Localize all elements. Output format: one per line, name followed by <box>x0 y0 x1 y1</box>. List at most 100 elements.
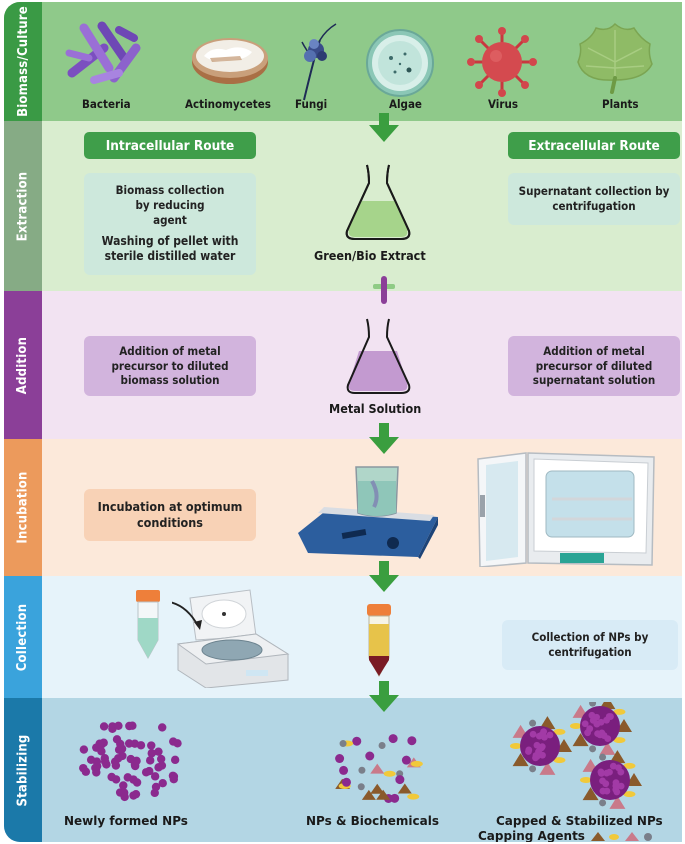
nanoparticle-dot <box>581 720 589 728</box>
biochemical-dot <box>339 740 347 748</box>
capping-agent <box>599 741 616 755</box>
nanoparticle-dot <box>156 754 166 764</box>
nanoparticle-dot <box>100 757 110 766</box>
row-stabilizing: Stabilizing Newly formed NPs NPs & Bioch… <box>4 698 682 842</box>
biochemical-dot <box>378 741 386 749</box>
nanoparticle-dot <box>169 775 178 784</box>
nanoparticle-dot <box>535 732 543 740</box>
capping-agents-legend: Capping Agents <box>478 829 655 842</box>
nanoparticle-dot <box>352 736 362 746</box>
nanoparticle-dot <box>114 721 123 730</box>
nanoparticle-dot <box>602 780 610 788</box>
nanoparticle-dot <box>388 734 398 744</box>
gray-dot-icon <box>643 833 652 841</box>
side-label-extraction: Extraction <box>4 121 42 291</box>
capping-agent <box>572 733 589 747</box>
fungi-icon <box>301 23 337 101</box>
nanoparticle-dot <box>533 741 541 749</box>
centrifuge-icon <box>172 589 290 688</box>
capping-agent <box>599 799 607 807</box>
source-label-algae: Algae <box>389 97 422 111</box>
nanoparticle-dot <box>151 782 161 792</box>
nanoparticle-dot <box>95 739 104 748</box>
nanoparticle-dot <box>79 745 89 754</box>
nanoparticle-dot <box>541 733 548 741</box>
capping-agent <box>616 719 632 732</box>
source-label-virus: Virus <box>488 97 518 111</box>
nanoparticle-dot <box>126 754 135 764</box>
capping-agent <box>609 795 626 809</box>
nanoparticle-dot <box>613 788 621 796</box>
arrow-incubation-to-collection-icon <box>369 561 399 592</box>
capping-agent <box>609 750 626 764</box>
row-collection: Collection <box>4 576 682 698</box>
row-incubation: Incubation Incubation at optimum conditi… <box>4 439 682 576</box>
arrow-collection-to-stabilizing-icon <box>369 681 399 712</box>
nanoparticle-dot <box>150 772 160 781</box>
arrow-biomass-to-extraction-icon <box>369 113 399 142</box>
nanoparticle-dot <box>130 739 140 748</box>
nanoparticle-dot <box>546 731 554 739</box>
nanoparticle-dot <box>603 769 611 777</box>
nanoparticle-dot <box>125 721 134 731</box>
extracellular-extraction-step: Supernatant collection by centrifugation <box>508 173 680 225</box>
capped-stabilized-nps-label: Capped & Stabilized NPs <box>496 814 663 828</box>
nanoparticle-dot <box>147 749 156 758</box>
dropper-extraction-to-addition-icon <box>373 276 395 304</box>
side-label-incubation: Incubation <box>4 439 42 576</box>
capping-agent <box>556 739 572 752</box>
nanoparticle-dot <box>605 713 613 720</box>
nanoparticle-dot <box>170 755 180 765</box>
pink-triangle-icon <box>624 832 639 841</box>
biochemical-triangle <box>370 763 385 774</box>
nanoparticle-dot <box>395 775 405 785</box>
biochemical-triangle <box>376 789 391 800</box>
nanoparticle-dot <box>79 763 88 773</box>
nanoparticle-dot <box>111 761 121 770</box>
nps-biochemicals-label: NPs & Biochemicals <box>306 814 439 828</box>
nanoparticle-dot <box>593 713 600 721</box>
collected-nps-tube-icon <box>367 604 391 678</box>
nanoparticle-dot <box>154 747 163 756</box>
nanoparticle-dot <box>609 762 617 770</box>
nanoparticle-dot <box>154 763 163 772</box>
nps-and-biochemicals-icon <box>335 734 423 803</box>
nanoparticle-dot <box>97 747 106 756</box>
source-label-fungi: Fungi <box>295 97 328 111</box>
side-label-text: Collection <box>15 603 31 671</box>
biochemical-dot <box>357 783 365 791</box>
nanoparticle-dot <box>401 755 411 765</box>
nanoparticle-dot <box>99 722 109 731</box>
newly-formed-nps-cluster-icon <box>79 721 182 802</box>
nanoparticle-dot <box>145 756 155 765</box>
collection-step: Collection of NPs by centrifugation <box>502 620 678 670</box>
nanoparticle-dot <box>92 757 102 766</box>
nanoparticle-dot <box>599 787 607 795</box>
side-label-stabilizing: Stabilizing <box>4 698 42 842</box>
nanoparticle-dot <box>529 730 537 738</box>
biochemical-dot <box>358 766 366 774</box>
plant-leaf-icon <box>577 22 653 94</box>
side-label-text: Incubation <box>15 471 31 544</box>
capping-agent <box>626 773 642 786</box>
nanoparticle-dot <box>335 754 345 764</box>
nanoparticle-dot <box>365 751 375 761</box>
capping-agent <box>623 762 636 769</box>
nanoparticle-dot <box>617 782 625 790</box>
capping-agent <box>613 737 626 744</box>
nanoparticle-dot <box>147 741 156 750</box>
capping-agent <box>599 753 607 761</box>
row-biomass-culture: Biomass/Culture Bacteria <box>4 2 682 121</box>
capping-agent <box>570 723 582 729</box>
nanoparticle-dot <box>129 775 138 784</box>
yellow-ellipse-icon <box>608 834 619 840</box>
biochemical-triangle <box>361 789 376 800</box>
intracellular-extraction-steps: Biomass collection by reducing agent Was… <box>84 173 256 275</box>
green-bio-extract-label: Green/Bio Extract <box>314 248 426 263</box>
side-label-text: Addition <box>15 336 31 394</box>
nanoparticle-dot <box>586 725 594 733</box>
side-label-text: Biomass/Culture <box>15 6 31 117</box>
side-label-collection: Collection <box>4 576 42 698</box>
capping-agent <box>580 777 592 783</box>
nanoparticle-dot <box>390 793 400 803</box>
